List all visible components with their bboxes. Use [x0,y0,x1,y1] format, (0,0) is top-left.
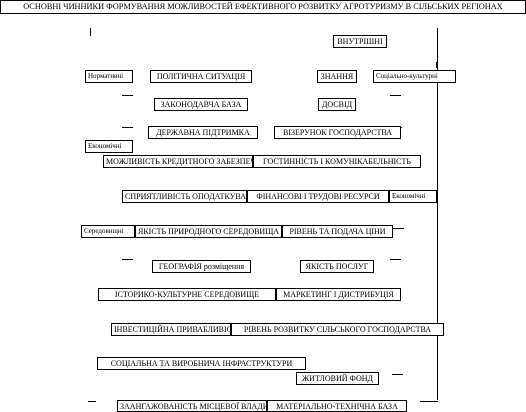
factor-farm-model: ВІЗЕРУНОК ГОСПОДАРСТВА [274,126,401,139]
factor-taxation: СПРИЯТЛИВІСТЬ ОПОДАТКУВАННЯ [122,190,247,203]
dash-left-3 [122,259,133,260]
dash-right-1 [390,95,401,96]
category-normative: Нормативні [85,70,133,83]
category-economic-left: Економічні [85,140,133,153]
factor-legislative-base: ЗАКОНОДАВЧА БАЗА [154,98,248,111]
dash-right-3 [390,259,401,260]
factor-pricing: РІВЕНЬ ТА ПОДАЧА ЦІНИ [282,225,393,238]
bottom-line-right [420,401,438,402]
factor-experience: ДОСВІД [318,98,356,111]
factor-hospitality: ГОСТИННІСТЬ І КОМУНІКАБЕЛЬНІСТЬ [253,155,421,168]
factor-local-engagement: ЗААНГАЖОВАНІСТЬ МІСЦЕВОЇ ВЛАДИ [117,400,267,412]
left-tick-top [90,28,91,36]
factor-knowledge: ЗНАННЯ [317,70,357,83]
factor-rural-economy: РІВЕНЬ РОЗВИТКУ СІЛЬСЬКОГО ГОСПОДАРСТВА [231,323,444,336]
category-internal: ВНУТРІШНІ [333,35,387,48]
right-tick-top [436,62,437,68]
right-frame-line [437,28,438,400]
dash-left-1 [122,95,133,96]
dash-right-4 [392,374,403,375]
factor-state-support: ДЕРЖАВНА ПІДТРИМКА [148,126,258,139]
diagram-title: ОСНОВНІ ЧИННИКИ ФОРМУВАННЯ МОЖЛИВОСТЕЙ Е… [0,0,526,14]
factor-material-base: МАТЕРІАЛЬНО-ТЕХНІЧНА БАЗА [267,400,407,412]
factor-marketing: МАРКЕТИНГ І ДИСТРИБУЦІЯ [276,288,401,301]
bottom-line-left [88,401,96,402]
factor-geography: ГЕОГРАФІЯ розміщення [152,260,251,273]
dash-left-2 [122,127,133,128]
dash-right-5 [393,228,404,229]
factor-credit: МОЖЛИВІСТЬ КРЕДИТНОГО ЗАБЕЗПЕЧЕННЯ [103,155,253,168]
factor-political-situation: ПОЛІТИЧНА СИТУАЦІЯ [150,70,252,83]
factor-resources: ФІНАНСОВІ І ТРУДОВІ РЕСУРСИ [247,190,389,203]
factor-nature-quality: ЯКІСТЬ ПРИРОДНОГО СЕРЕДОВИЩА [135,225,282,238]
factor-investment: ІНВЕСТИЦІЙНА ПРИВАБЛИВІСТЬ [111,323,231,336]
category-environmental: Середовищні [81,225,135,238]
factor-infrastructure: СОЦІАЛЬНА ТА ВИРОБНИЧА ІНФРАСТРУКТУРИ [97,357,306,370]
category-economic-right: Економічні [389,190,437,203]
factor-heritage: ІСТОРИКО-КУЛЬТУРНЕ СЕРЕДОВИЩЕ [98,288,276,301]
category-socio-cultural: Соціально-культурні [373,70,456,83]
factor-housing: ЖИТЛОВИЙ ФОНД [296,372,379,385]
factor-service-quality: ЯКІСТЬ ПОСЛУГ [300,260,374,273]
